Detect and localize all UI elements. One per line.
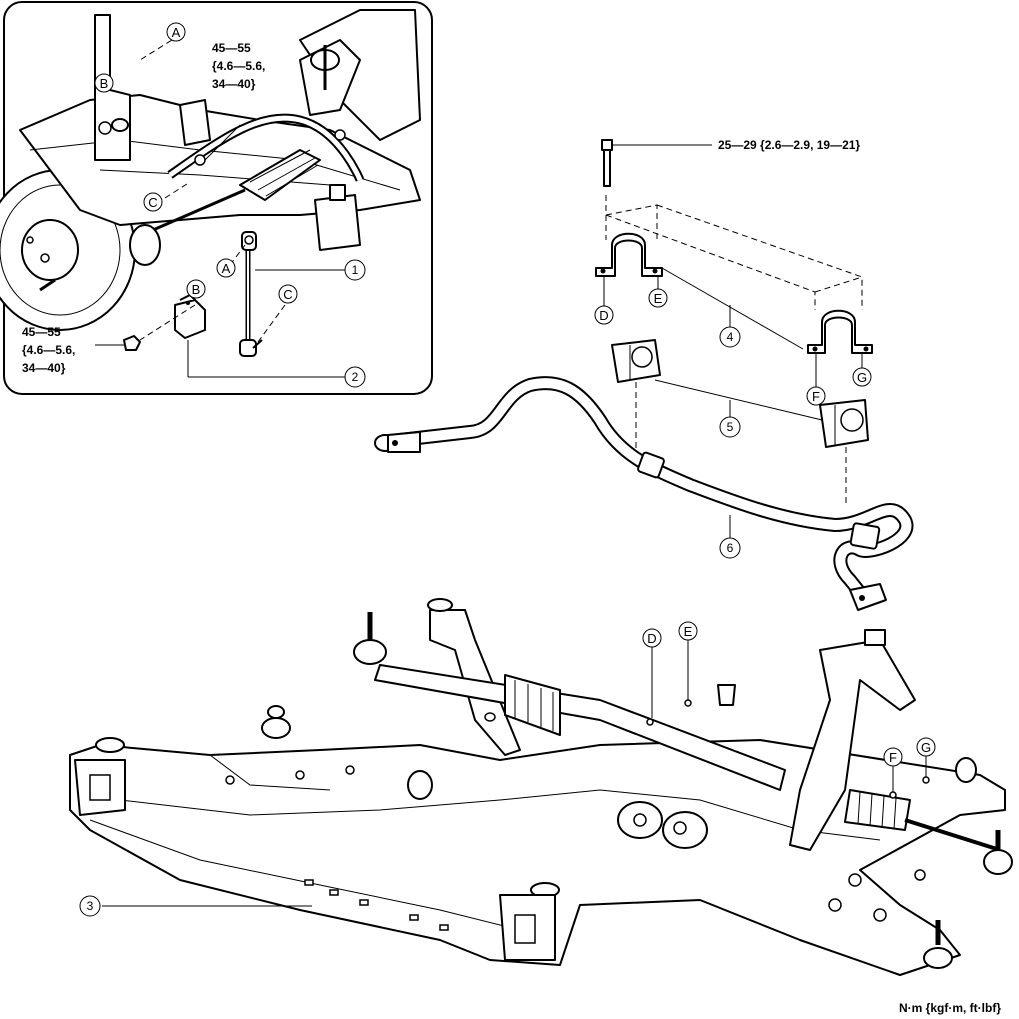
svg-text:G: G [921,740,931,755]
svg-text:E: E [684,624,693,639]
svg-text:A: A [222,261,231,276]
control-link-drawing [239,231,263,357]
svg-text:F: F [812,389,820,404]
letter-marker-f-bracket: F [806,386,826,406]
bracket-bolt-drawing: 25—29 {2.6—2.9, 19—21} [595,138,873,505]
svg-text:34—40}: 34—40} [212,77,256,91]
svg-text:45—55: 45—55 [212,41,251,55]
svg-text:5: 5 [727,420,734,434]
svg-text:F: F [889,750,897,765]
letter-marker-g-bracket: G [852,367,872,387]
letter-marker-d-crossmember: D [642,628,662,648]
svg-text:1: 1 [352,263,359,277]
svg-text:D: D [647,631,656,646]
svg-text:34—40}: 34—40} [22,361,66,375]
letter-marker-a-link: A [216,258,236,278]
callout-3: 3 [79,895,312,917]
inset-leader-lines [95,34,345,378]
letter-marker-b-bracket: B [186,279,206,299]
svg-text:2: 2 [352,370,359,384]
crossmember-drawing [69,598,1013,976]
inset-panel: 1 2 A A B B C C [0,1,433,395]
svg-text:3: 3 [87,899,94,913]
stabilizer-bar-drawing [374,376,914,611]
svg-text:6: 6 [727,541,734,555]
svg-text:A: A [172,25,181,40]
letter-marker-e-crossmember: E [678,621,698,641]
letter-marker-c-top: C [143,192,163,212]
callout-2: 2 [344,366,366,388]
svg-text:B: B [192,282,201,297]
svg-text:D: D [599,308,608,323]
svg-text:45—55: 45—55 [22,325,61,339]
letter-marker-e-bracket: E [648,288,668,308]
callout-5: 5 [719,416,741,438]
letter-marker-d-bracket: D [594,305,614,325]
letter-marker-a-top: A [166,22,186,42]
svg-text:E: E [654,291,663,306]
svg-text:4: 4 [727,330,734,344]
bolt-torque-spec: 25—29 {2.6—2.9, 19—21} [718,138,860,152]
letter-marker-f-crossmember: F [883,747,903,767]
letter-marker-b-top: B [94,73,114,93]
letter-marker-c-link: C [278,284,298,304]
bracket-nut-drawing [123,294,206,351]
letter-marker-g-crossmember: G [916,737,936,757]
torque-spec-lower: 45—55 {4.6—5.6, 34—40} [22,325,75,375]
inset-suspension-drawing [19,9,421,266]
svg-text:{4.6—5.6,: {4.6—5.6, [212,59,265,73]
svg-text:C: C [148,195,157,210]
svg-text:G: G [857,370,867,385]
svg-text:C: C [283,287,292,302]
callout-1: 1 [344,259,366,281]
torque-spec-upper: 45—55 {4.6—5.6, 34—40} [212,41,265,91]
callout-6: 6 [719,537,741,559]
svg-text:{4.6—5.6,: {4.6—5.6, [22,343,75,357]
torque-unit-label: N·m {kgf·m, ft·lbf} [899,1001,1001,1015]
svg-text:B: B [100,76,109,91]
callout-4: 4 [719,326,741,348]
